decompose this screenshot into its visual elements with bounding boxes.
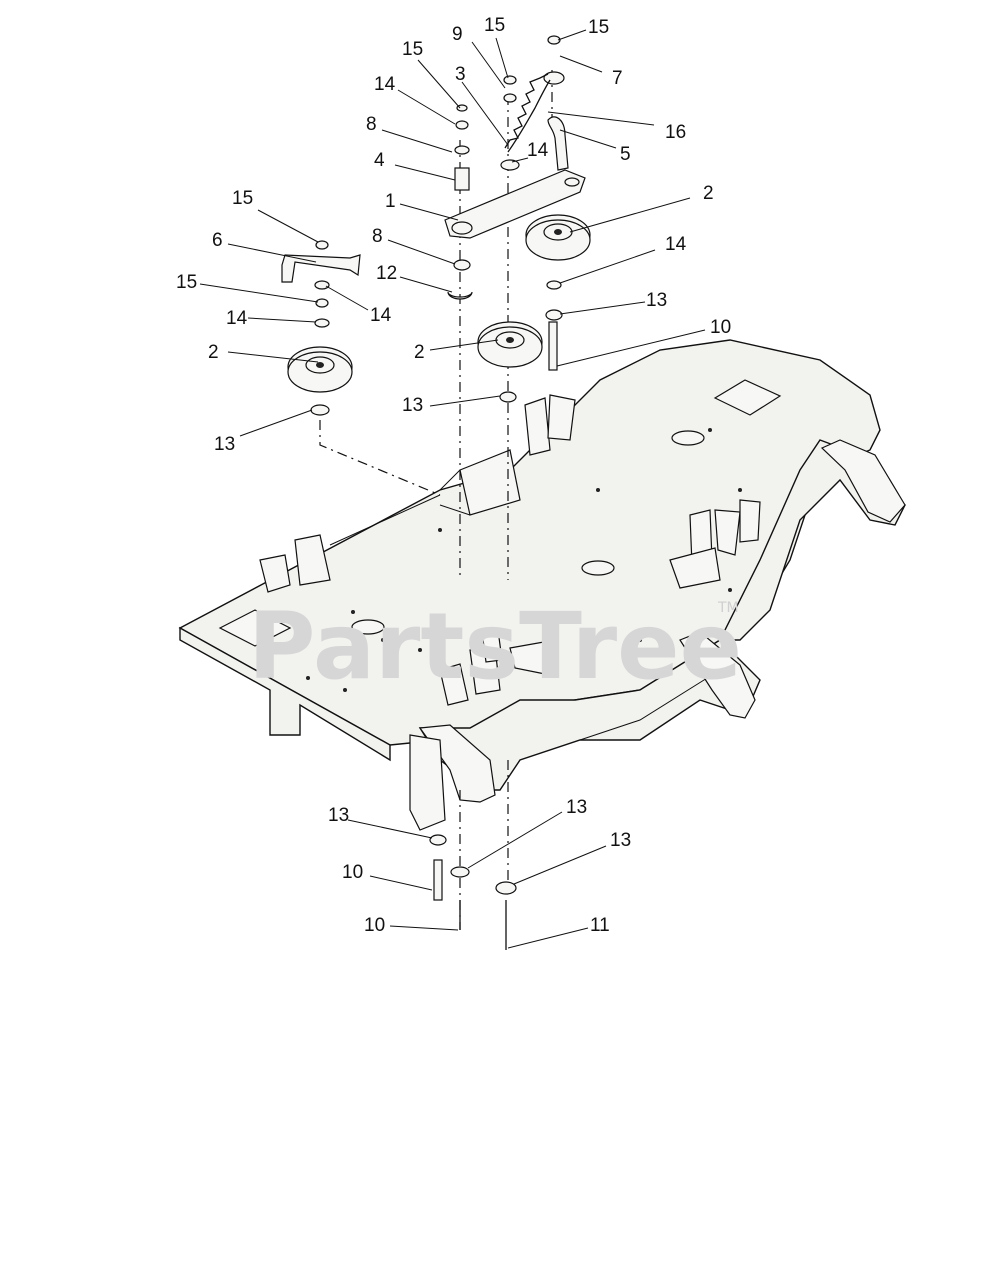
callout-label: 10 — [710, 317, 731, 338]
callout-label: 15 — [176, 272, 197, 293]
callout-label: 1 — [385, 191, 396, 212]
callout-label: 9 — [452, 24, 463, 45]
callout-label: 15 — [588, 17, 609, 38]
callout-label: 10 — [364, 915, 385, 936]
callout-label: 14 — [374, 74, 396, 95]
bottom-hardware — [429, 834, 517, 950]
watermark-brand: PartsTree — [248, 593, 742, 700]
callout-label: 13 — [328, 805, 349, 826]
idler-arm-assembly — [281, 35, 591, 416]
callout-label: 2 — [208, 342, 219, 363]
callout-label: 13 — [566, 797, 587, 818]
watermark-trademark: TM — [717, 600, 739, 616]
callout-label: 7 — [612, 68, 623, 89]
mower-deck — [178, 339, 906, 831]
callout-label: 13 — [646, 290, 667, 311]
leader-lines — [199, 29, 706, 949]
callout-label: 12 — [376, 263, 397, 284]
callout-label: 14 — [370, 305, 392, 326]
callout-label: 14 — [527, 140, 549, 161]
callout-label: 3 — [455, 64, 466, 85]
callout-label: 8 — [366, 114, 377, 135]
callout-label: 6 — [212, 230, 223, 251]
callout-label: 2 — [414, 342, 425, 363]
callout-label: 10 — [342, 862, 363, 883]
callout-label: 15 — [402, 39, 423, 60]
callout-label: 14 — [665, 234, 687, 255]
callout-label: 14 — [226, 308, 248, 329]
callout-label: 11 — [590, 915, 610, 936]
callout-label: 8 — [372, 226, 383, 247]
callout-label: 16 — [665, 122, 686, 143]
callout-label: 15 — [484, 15, 505, 36]
callout-label: 13 — [402, 395, 423, 416]
callout-label: 13 — [610, 830, 631, 851]
callout-label: 2 — [703, 183, 714, 204]
callout-label: 15 — [232, 188, 253, 209]
callout-label: 5 — [620, 144, 631, 165]
part-callouts: 15 15 9 15 7 14 3 16 8 14 5 4 1 2 15 6 8… — [176, 15, 731, 936]
callout-label: 13 — [214, 434, 235, 455]
callout-label: 4 — [374, 150, 385, 171]
